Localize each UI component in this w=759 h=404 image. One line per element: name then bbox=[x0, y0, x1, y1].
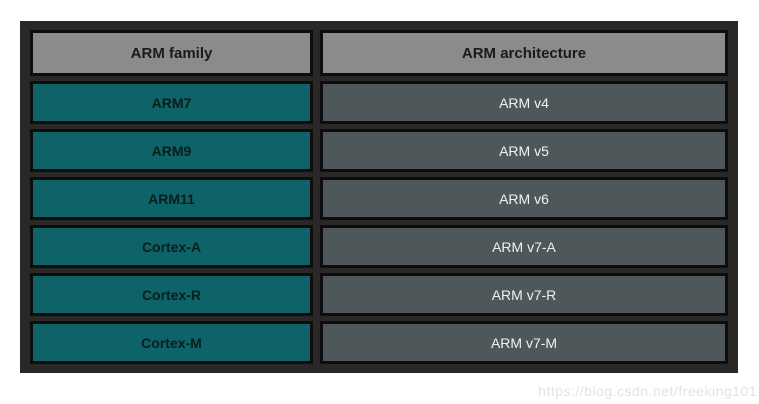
column-header-arm-architecture: ARM architecture bbox=[320, 30, 728, 76]
table-cell-architecture: ARM v7-A bbox=[320, 225, 728, 268]
table-cell-architecture: ARM v6 bbox=[320, 177, 728, 220]
table-cell-family: Cortex-A bbox=[30, 225, 313, 268]
table-cell-family: Cortex-M bbox=[30, 321, 313, 364]
arm-family-architecture-table: ARM family ARM architecture ARM7 ARM v4 … bbox=[20, 21, 738, 373]
table-cell-family: ARM7 bbox=[30, 81, 313, 124]
table-cell-architecture: ARM v4 bbox=[320, 81, 728, 124]
table-cell-family: ARM9 bbox=[30, 129, 313, 172]
watermark-url: https://blog.csdn.net/freeking101 bbox=[538, 383, 757, 399]
table-cell-family: ARM11 bbox=[30, 177, 313, 220]
table-cell-architecture: ARM v5 bbox=[320, 129, 728, 172]
column-header-arm-family: ARM family bbox=[30, 30, 313, 76]
table-cell-family: Cortex-R bbox=[30, 273, 313, 316]
table-cell-architecture: ARM v7-R bbox=[320, 273, 728, 316]
table-cell-architecture: ARM v7-M bbox=[320, 321, 728, 364]
